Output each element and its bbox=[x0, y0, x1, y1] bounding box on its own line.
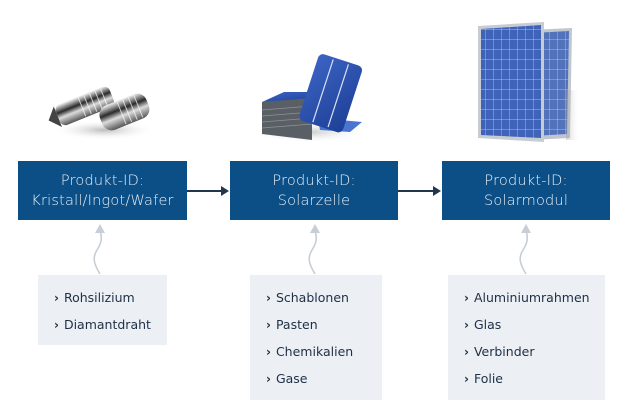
materials-box-solarmodul: ›Aluminiumrahmen ›Glas ›Verbinder ›Folie bbox=[448, 275, 605, 400]
squiggle-arrow-icon bbox=[308, 224, 320, 275]
chevron-right-icon: › bbox=[266, 291, 271, 305]
chevron-right-icon: › bbox=[266, 318, 271, 332]
product-name: Kristall/Ingot/Wafer bbox=[31, 192, 174, 209]
chevron-right-icon: › bbox=[464, 345, 469, 359]
list-item: ›Verbinder bbox=[464, 344, 535, 359]
materials-list: ›Schablonen ›Pasten ›Chemikalien ›Gase bbox=[266, 284, 382, 392]
list-item: ›Chemikalien bbox=[266, 344, 354, 359]
solar-cells-image bbox=[250, 52, 375, 147]
squiggle-arrow-icon bbox=[519, 224, 531, 275]
list-item: ›Diamantdraht bbox=[54, 317, 151, 332]
list-item: ›Aluminiumrahmen bbox=[464, 290, 590, 305]
product-id-label: Produkt-ID: bbox=[60, 172, 145, 189]
list-item: ›Schablonen bbox=[266, 290, 349, 305]
product-id-label: Produkt-ID: bbox=[484, 172, 568, 189]
product-box-solarzelle: Produkt-ID: Solarzelle bbox=[230, 161, 398, 220]
product-name: Solarmodul bbox=[483, 192, 569, 209]
list-item: ›Gase bbox=[266, 371, 308, 386]
squiggle-arrow-icon bbox=[93, 224, 105, 275]
chevron-right-icon: › bbox=[54, 318, 59, 332]
chevron-right-icon: › bbox=[464, 318, 469, 332]
chevron-right-icon: › bbox=[266, 345, 271, 359]
materials-list: ›Aluminiumrahmen ›Glas ›Verbinder ›Folie bbox=[464, 284, 605, 392]
materials-box-kristall: ›Rohsilizium ›Diamantdraht bbox=[38, 275, 167, 345]
product-name: Solarzelle bbox=[277, 192, 351, 209]
chevron-right-icon: › bbox=[54, 291, 59, 305]
product-id-label: Produkt-ID: bbox=[272, 172, 356, 189]
materials-list: ›Rohsilizium ›Diamantdraht bbox=[54, 284, 167, 338]
solar-panels-image bbox=[470, 20, 582, 150]
list-item: ›Rohsilizium bbox=[54, 290, 135, 305]
materials-box-solarzelle: ›Schablonen ›Pasten ›Chemikalien ›Gase bbox=[250, 275, 382, 400]
product-box-kristall: Produkt-ID: Kristall/Ingot/Wafer bbox=[18, 161, 187, 220]
flow-arrow-icon bbox=[187, 186, 229, 196]
list-item: ›Glas bbox=[464, 317, 502, 332]
chevron-right-icon: › bbox=[266, 372, 271, 386]
product-box-solarmodul: Produkt-ID: Solarmodul bbox=[442, 161, 610, 220]
list-item: ›Folie bbox=[464, 371, 503, 386]
list-item: ›Pasten bbox=[266, 317, 318, 332]
chevron-right-icon: › bbox=[464, 372, 469, 386]
silicon-ingot-image bbox=[42, 72, 162, 142]
flow-arrow-icon bbox=[398, 186, 441, 196]
chevron-right-icon: › bbox=[464, 291, 469, 305]
